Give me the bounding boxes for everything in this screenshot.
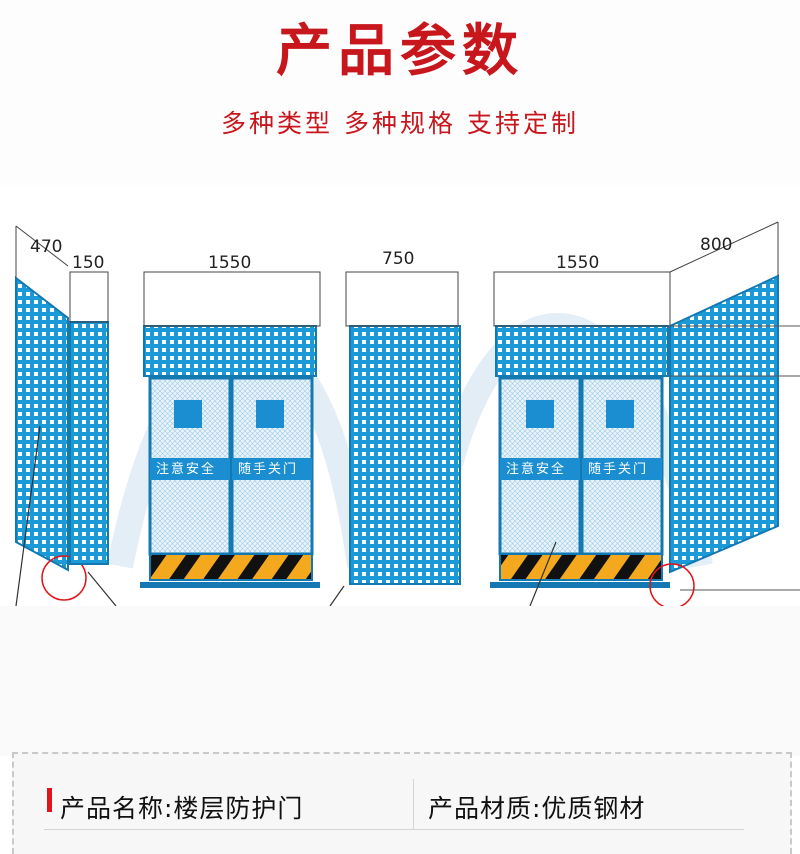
product-material: 产品材质:优质钢材 bbox=[428, 794, 646, 823]
header-section: 产品参数 多种类型 多种规格 支持定制 bbox=[0, 0, 800, 185]
dimension-label: 150 bbox=[72, 253, 104, 273]
door-sign-left: 注意安全 bbox=[156, 461, 216, 477]
column-divider bbox=[413, 779, 414, 829]
product-name: 产品名称:楼层防护门 bbox=[60, 794, 304, 823]
product-params-panel: 产品名称:楼层防护门 产品材质:优质钢材 bbox=[12, 752, 792, 854]
door-sign-right: 随手关门 bbox=[238, 462, 298, 477]
dimension-label: 470 bbox=[30, 237, 62, 257]
dimension-label: 750 bbox=[382, 249, 414, 269]
angled-panel-left bbox=[15, 225, 87, 606]
diagram-svg: 注意安全 随手关门 注意安全 随手关门 bbox=[15, 221, 800, 606]
product-diagram: 注意安全 随手关门 注意安全 随手关门 bbox=[0, 186, 800, 606]
dimension-label: 800 bbox=[700, 235, 732, 255]
param-row: 产品名称:楼层防护门 产品材质:优质钢材 bbox=[44, 779, 744, 830]
accent-bar bbox=[47, 788, 52, 812]
double-door-right: 注意安全 随手关门 bbox=[490, 271, 671, 606]
page-subtitle: 多种类型 多种规格 支持定制 bbox=[221, 109, 579, 138]
angled-panel-right bbox=[649, 221, 800, 606]
door-sign-right-2: 随手关门 bbox=[588, 462, 648, 477]
dimension-label: 1550 bbox=[556, 253, 599, 273]
narrow-panel bbox=[69, 271, 117, 606]
page-title: 产品参数 bbox=[276, 19, 524, 84]
dimension-label: 1550 bbox=[208, 253, 251, 273]
double-door-left: 注意安全 随手关门 bbox=[140, 271, 321, 588]
door-sign-left-2: 注意安全 bbox=[506, 461, 566, 477]
spacer-section bbox=[0, 606, 800, 756]
single-panel bbox=[329, 271, 461, 606]
